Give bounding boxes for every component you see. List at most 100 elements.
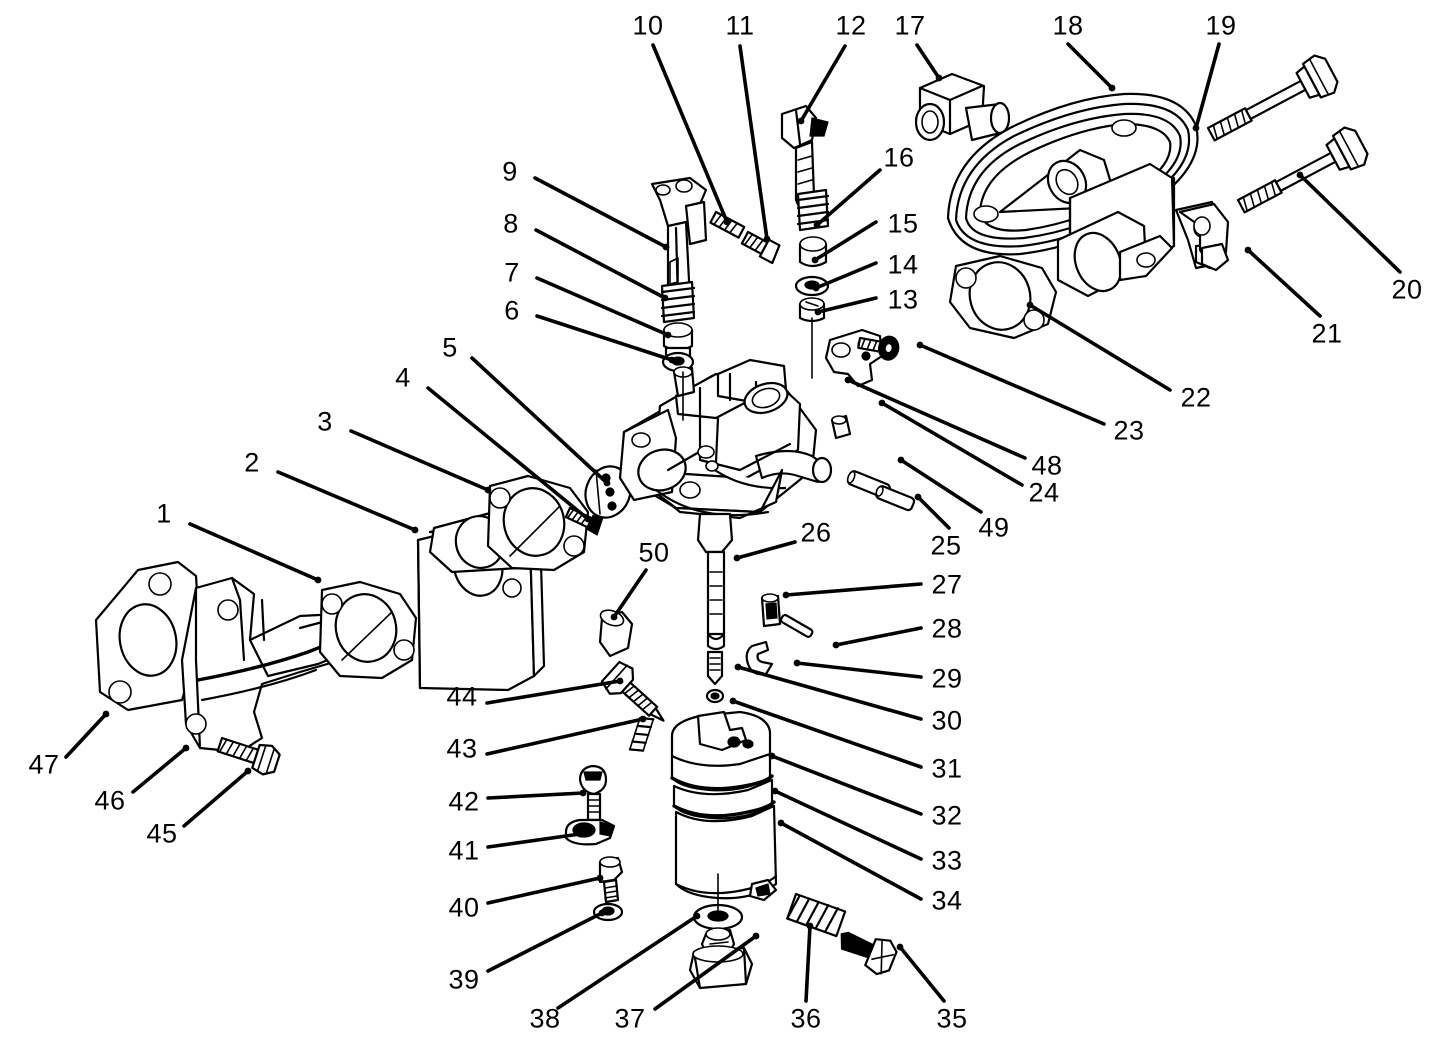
callout-number-26: 26 bbox=[800, 517, 832, 548]
callout-arrow-tip bbox=[579, 789, 587, 797]
callout-number-16: 16 bbox=[883, 142, 915, 173]
callout-number-38: 38 bbox=[529, 1003, 561, 1034]
callout-number-33: 33 bbox=[931, 845, 963, 876]
callout-number-21: 21 bbox=[1311, 318, 1343, 349]
callout-arrow-tip bbox=[733, 554, 741, 562]
callout-number-31: 31 bbox=[931, 753, 963, 784]
callout-leader-line bbox=[915, 43, 941, 80]
callout-arrow-tip bbox=[603, 479, 611, 487]
callout-number-49: 49 bbox=[978, 512, 1010, 543]
part-float-arm-41 bbox=[564, 818, 616, 846]
callout-number-42: 42 bbox=[448, 786, 480, 817]
part-throttle-lever-23 bbox=[824, 328, 884, 388]
callout-number-12: 12 bbox=[835, 10, 867, 41]
callout-number-1: 1 bbox=[156, 498, 172, 529]
callout-leader-line bbox=[349, 429, 490, 492]
callout-number-3: 3 bbox=[317, 406, 333, 437]
callout-arrow-tip bbox=[832, 641, 840, 649]
part-carburetor-body bbox=[618, 358, 833, 651]
part-spring-43 bbox=[628, 716, 655, 752]
callout-arrow-tip bbox=[771, 787, 779, 795]
callout-arrow-tip bbox=[729, 697, 737, 705]
part-pin-28 bbox=[779, 613, 814, 638]
callout-number-50: 50 bbox=[638, 537, 670, 568]
callout-arrow-tip bbox=[596, 874, 604, 882]
part-intake-manifold-group bbox=[94, 560, 358, 776]
callout-arrow-tip bbox=[1296, 171, 1304, 179]
part-spring-36 bbox=[786, 892, 847, 938]
callout-arrow-tip bbox=[616, 677, 624, 685]
callout-number-29: 29 bbox=[931, 663, 963, 694]
callout-number-4: 4 bbox=[395, 362, 411, 393]
part-gasket-1 bbox=[318, 580, 418, 680]
callout-leader-line bbox=[770, 754, 923, 816]
callout-arrow-tip bbox=[244, 767, 252, 775]
callout-number-27: 27 bbox=[931, 569, 963, 600]
part-mixture-screw-44 bbox=[600, 660, 665, 722]
callout-leader-line bbox=[899, 458, 983, 514]
part-clip-27 bbox=[760, 593, 782, 628]
callout-number-46: 46 bbox=[94, 785, 126, 816]
part-spring-16 bbox=[796, 188, 830, 232]
callout-arrow-tip bbox=[793, 659, 801, 667]
callout-leader-line bbox=[486, 911, 604, 973]
callout-arrow-tip bbox=[811, 256, 819, 264]
callout-number-23: 23 bbox=[1113, 415, 1145, 446]
callout-arrow-tip bbox=[584, 515, 592, 523]
part-bracket-21 bbox=[1178, 202, 1230, 272]
callout-arrow-tip bbox=[806, 922, 814, 930]
callout-number-18: 18 bbox=[1052, 10, 1084, 41]
callout-number-44: 44 bbox=[446, 681, 478, 712]
callout-arrow-tip bbox=[598, 909, 606, 917]
callout-number-22: 22 bbox=[1180, 382, 1212, 413]
callout-arrow-tip bbox=[897, 456, 905, 464]
callout-arrow-tip bbox=[1244, 246, 1252, 254]
callout-arrow-tip bbox=[668, 356, 676, 364]
callout-leader-line bbox=[1066, 42, 1114, 90]
callout-arrow-tip bbox=[693, 912, 701, 920]
part-needle-40 bbox=[598, 856, 624, 904]
callout-leader-line bbox=[814, 261, 878, 290]
callout-leader-line bbox=[795, 661, 923, 679]
callout-number-15: 15 bbox=[887, 208, 919, 239]
callout-arrow-tip bbox=[777, 819, 785, 827]
callout-leader-line bbox=[535, 276, 670, 337]
callout-arrow-tip bbox=[661, 294, 669, 302]
callout-arrow-tip bbox=[182, 744, 190, 752]
callout-number-41: 41 bbox=[448, 835, 480, 866]
part-screw-48 bbox=[857, 335, 900, 361]
callout-leader-line bbox=[731, 699, 923, 769]
callout-number-8: 8 bbox=[503, 208, 519, 239]
callout-number-47: 47 bbox=[28, 749, 60, 780]
part-air-cleaner-cover-18 bbox=[946, 92, 1224, 298]
callout-number-20: 20 bbox=[1391, 274, 1423, 305]
callout-arrow-tip bbox=[797, 117, 805, 125]
callout-leader-line bbox=[533, 176, 668, 249]
callout-number-2: 2 bbox=[244, 447, 260, 478]
part-gasket-3 bbox=[486, 474, 590, 572]
callout-number-35: 35 bbox=[936, 1003, 968, 1034]
callout-arrow-tip bbox=[814, 308, 822, 316]
callout-number-7: 7 bbox=[504, 257, 520, 288]
callout-number-17: 17 bbox=[894, 10, 926, 41]
part-float-needle-30 bbox=[705, 650, 725, 704]
callout-leader-line bbox=[486, 832, 582, 849]
callout-leader-line bbox=[779, 821, 923, 901]
callout-arrow-tip bbox=[411, 526, 419, 534]
callout-arrow-tip bbox=[763, 235, 771, 243]
callout-arrow-tip bbox=[102, 710, 110, 718]
part-bowl-nut-37 bbox=[688, 927, 754, 990]
callout-leader-lines bbox=[64, 42, 1402, 1011]
callout-number-39: 39 bbox=[448, 964, 480, 995]
part-screw-35 bbox=[840, 931, 898, 976]
callout-leader-line bbox=[612, 568, 648, 619]
callout-leader-line bbox=[426, 386, 590, 521]
callout-leader-line bbox=[815, 168, 882, 227]
callout-leader-line bbox=[738, 44, 769, 241]
callout-leader-line bbox=[653, 934, 758, 1011]
part-seal-15 bbox=[798, 236, 828, 268]
part-bolt-20 bbox=[1236, 126, 1369, 214]
callout-arrow-tip bbox=[812, 284, 820, 292]
callout-leader-line bbox=[535, 314, 674, 362]
callout-leader-line bbox=[898, 945, 946, 1003]
